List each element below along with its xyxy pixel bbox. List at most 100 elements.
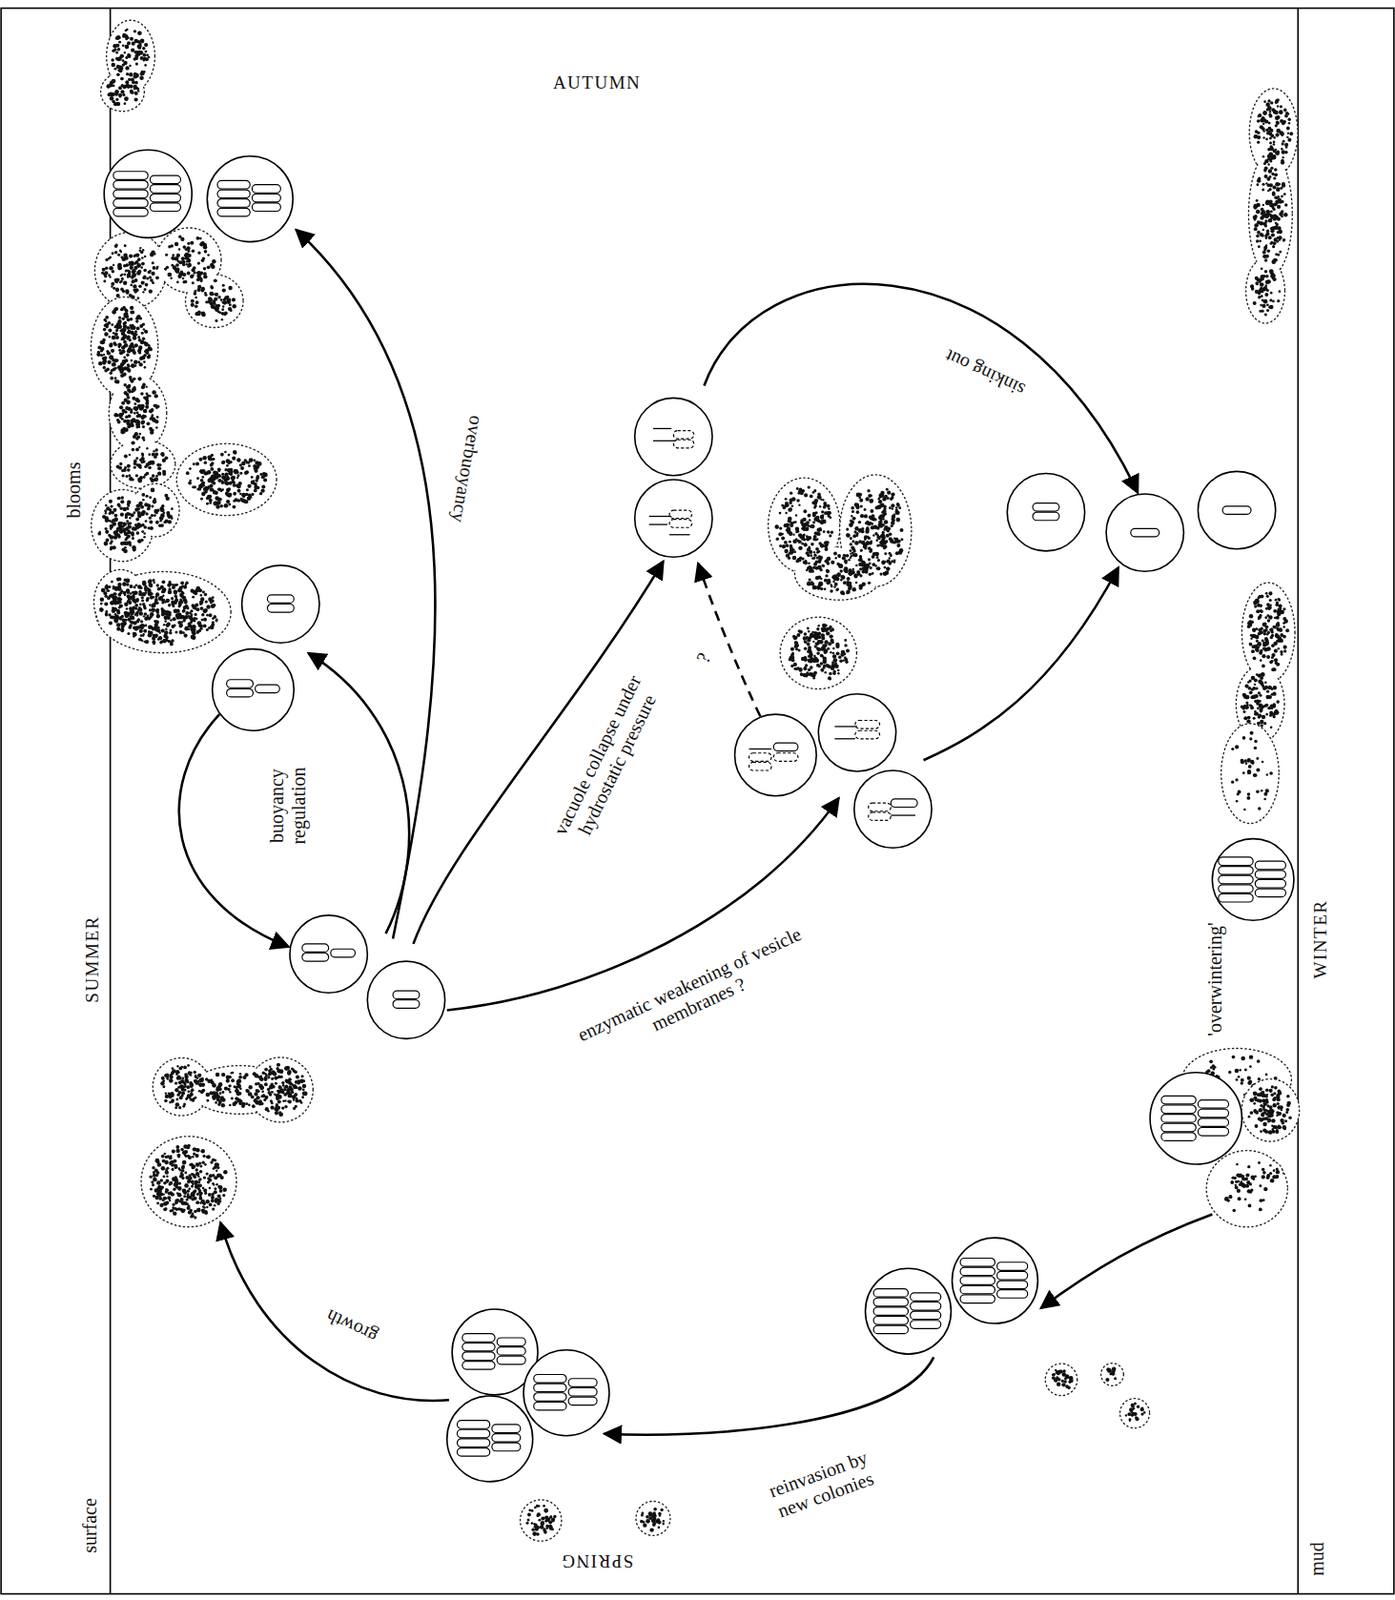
cell-dot bbox=[105, 83, 110, 88]
cell-dot bbox=[114, 244, 119, 248]
cell-dot bbox=[217, 467, 222, 472]
cell-dot bbox=[214, 292, 219, 297]
cell-dot bbox=[115, 35, 121, 41]
cell-dot bbox=[112, 287, 116, 290]
cell-dot bbox=[106, 360, 111, 365]
cell-dot bbox=[108, 256, 112, 260]
cell-dot bbox=[160, 512, 165, 518]
cell-dot bbox=[114, 278, 119, 283]
cell-dot bbox=[209, 467, 214, 472]
cell-dot bbox=[149, 595, 154, 600]
cell-dot bbox=[163, 623, 166, 627]
cell-dot bbox=[125, 326, 130, 330]
cell-dot bbox=[230, 1097, 234, 1101]
cell-dot bbox=[234, 1096, 239, 1101]
cell-dot bbox=[201, 1083, 206, 1088]
cell-dot bbox=[228, 1090, 232, 1094]
cell-dot bbox=[231, 298, 236, 303]
cell-dot bbox=[136, 51, 142, 57]
cell-dot bbox=[159, 640, 163, 644]
cell-dot bbox=[194, 1075, 198, 1079]
cell-dot bbox=[173, 589, 179, 595]
cell-dot bbox=[135, 597, 140, 602]
cell-dot bbox=[137, 538, 142, 543]
cell-dot bbox=[111, 251, 115, 255]
colony bbox=[152, 1057, 313, 1123]
cell-dot bbox=[123, 611, 128, 616]
cell-dot bbox=[170, 507, 174, 511]
cell-dot bbox=[110, 580, 114, 584]
cell-dot bbox=[137, 335, 141, 339]
cell-dot bbox=[201, 287, 206, 291]
cell-dot bbox=[250, 475, 254, 479]
cell-dot bbox=[129, 584, 134, 589]
cell-dot bbox=[148, 288, 153, 293]
cell-dot bbox=[178, 235, 182, 239]
cell-dot bbox=[221, 480, 226, 485]
cell-dot bbox=[183, 1102, 186, 1106]
cell-dot bbox=[153, 581, 156, 584]
cell-dot bbox=[130, 620, 135, 625]
cell-dot bbox=[141, 530, 144, 534]
cell-dot bbox=[120, 628, 125, 634]
cell-dot bbox=[214, 495, 220, 501]
cell-dot bbox=[123, 253, 128, 259]
cell-dot bbox=[152, 450, 156, 453]
cell-dot bbox=[119, 591, 123, 595]
cell-dot bbox=[145, 447, 148, 450]
cell-dot bbox=[104, 325, 109, 329]
cell-dot bbox=[138, 446, 141, 449]
cell-dot bbox=[181, 615, 185, 619]
cell-dot bbox=[186, 242, 190, 246]
cell-dot bbox=[210, 304, 216, 309]
cell-dot bbox=[124, 80, 129, 84]
cell-dot bbox=[122, 362, 125, 366]
cell-dot bbox=[196, 271, 200, 275]
cell-dot bbox=[127, 473, 131, 477]
cell-dot bbox=[175, 1072, 178, 1075]
cell-dot bbox=[161, 598, 165, 602]
cell-dot bbox=[143, 409, 148, 414]
cell-dot bbox=[118, 316, 122, 320]
cell-dot bbox=[122, 44, 125, 48]
cell-dot bbox=[162, 1085, 165, 1088]
cell-dot bbox=[136, 253, 140, 257]
cell-dot bbox=[164, 493, 168, 498]
cell-dot bbox=[143, 366, 147, 370]
cell-dot bbox=[222, 284, 226, 288]
cell-dot bbox=[115, 358, 120, 363]
cell-dot bbox=[260, 1087, 264, 1090]
cell-dot bbox=[165, 266, 169, 269]
cell-dot bbox=[159, 463, 163, 467]
cell-dot bbox=[149, 252, 155, 258]
cell-dot bbox=[123, 410, 127, 413]
cell-dot bbox=[146, 355, 151, 360]
cell-dot bbox=[240, 466, 245, 471]
cell-dot bbox=[168, 1074, 173, 1079]
cell-dot bbox=[140, 56, 144, 61]
cell-dot bbox=[147, 452, 151, 456]
cell-dot bbox=[124, 268, 128, 272]
cell-dot bbox=[205, 614, 209, 617]
cell-dot bbox=[140, 339, 145, 345]
cell-dot bbox=[206, 494, 212, 500]
cell-dot bbox=[131, 526, 136, 531]
cell-dot bbox=[138, 285, 143, 289]
cell-dot bbox=[111, 48, 116, 53]
cell-dot bbox=[129, 611, 134, 616]
cell-dot bbox=[124, 474, 128, 478]
cell-dot bbox=[174, 1081, 178, 1085]
cell-dot bbox=[206, 253, 210, 257]
cell-dot bbox=[137, 43, 142, 48]
cell-dot bbox=[154, 635, 158, 638]
cell-dot bbox=[194, 305, 199, 309]
cell-dot bbox=[102, 328, 107, 332]
cell-dot bbox=[182, 1085, 185, 1088]
cell-dot bbox=[167, 603, 171, 607]
cell-dot bbox=[126, 53, 129, 56]
cell-dot bbox=[104, 315, 109, 320]
cell-dot bbox=[114, 376, 118, 380]
cell-dot bbox=[161, 628, 165, 633]
cell-dot bbox=[143, 589, 147, 593]
cell-dot bbox=[224, 1086, 228, 1090]
